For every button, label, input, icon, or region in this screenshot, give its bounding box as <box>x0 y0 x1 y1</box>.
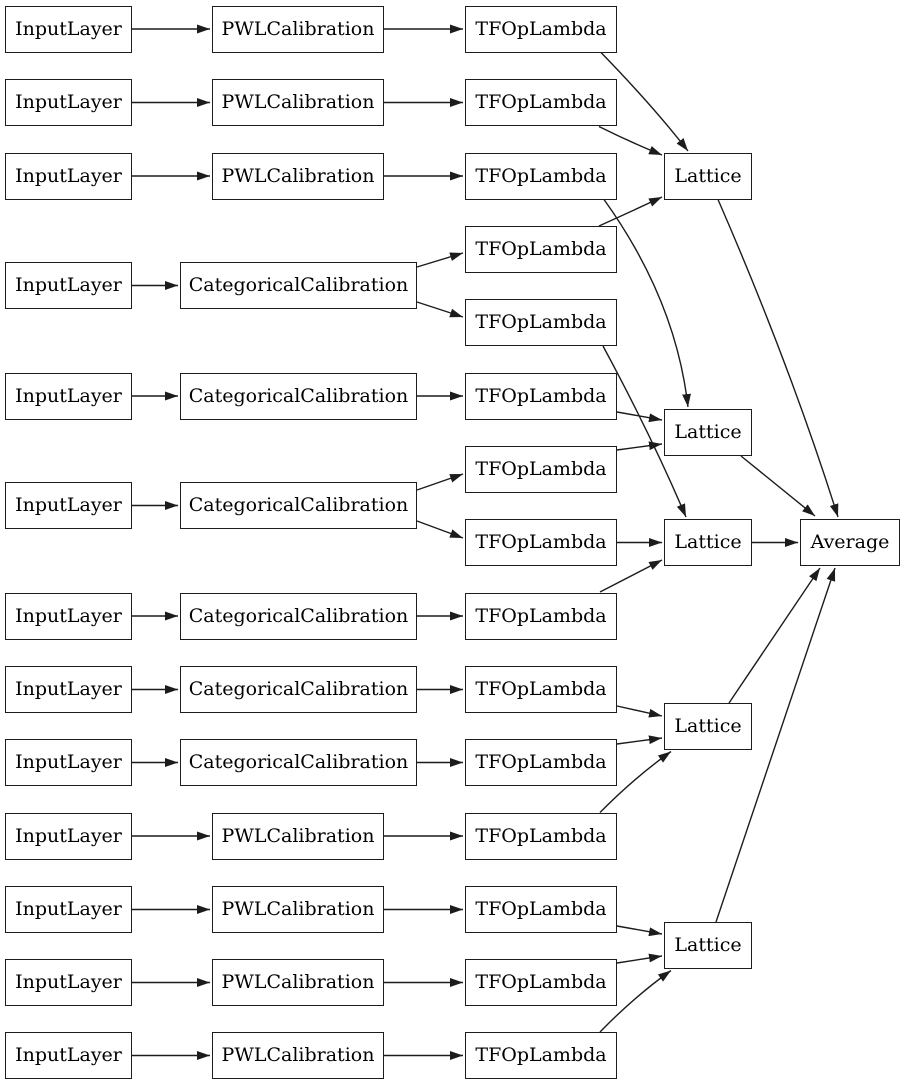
node-tfop12: TFOpLambda <box>465 812 617 860</box>
node-pwl1: PWLCalibration <box>212 5 384 53</box>
node-input9: InputLayer <box>5 739 132 786</box>
node-tfop11: TFOpLambda <box>465 739 617 786</box>
node-lattice1: Lattice <box>664 152 752 200</box>
node-cat3: CategoricalCalibration <box>180 482 417 529</box>
edge-lattice4-average <box>728 567 821 704</box>
edge-tfop5-lattice3 <box>602 345 687 518</box>
node-input11: InputLayer <box>5 886 132 933</box>
node-input3: InputLayer <box>5 152 132 200</box>
edge-lattice5-average <box>715 567 836 923</box>
node-tfop15: TFOpLambda <box>465 1032 617 1079</box>
node-cat1: CategoricalCalibration <box>180 262 417 309</box>
edge-tfop7-lattice2 <box>616 441 663 451</box>
node-tfop1: TFOpLambda <box>465 5 617 53</box>
node-cat5: CategoricalCalibration <box>180 666 417 713</box>
edge-cat3-tfop8 <box>416 520 464 539</box>
node-tfop4: TFOpLambda <box>465 226 617 273</box>
edge-tfop9-lattice3 <box>599 559 663 593</box>
node-tfop7: TFOpLambda <box>465 446 617 493</box>
edge-lattice1-average <box>717 199 839 518</box>
edge-tfop13-lattice5 <box>616 925 663 937</box>
node-pwl5: PWLCalibration <box>212 886 384 933</box>
edge-tfop11-lattice4 <box>616 735 663 745</box>
node-input4: InputLayer <box>5 262 132 309</box>
edge-lattice2-average <box>740 455 816 517</box>
node-lattice5: Lattice <box>664 922 752 969</box>
edge-tfop3-lattice2 <box>603 199 691 408</box>
node-tfop14: TFOpLambda <box>465 959 617 1006</box>
node-cat6: CategoricalCalibration <box>180 739 417 786</box>
node-lattice2: Lattice <box>664 409 752 456</box>
node-input1: InputLayer <box>5 5 132 53</box>
node-pwl7: PWLCalibration <box>212 1032 384 1079</box>
edge-tfop2-lattice1 <box>598 125 663 156</box>
node-input5: InputLayer <box>5 372 132 420</box>
edge-tfop14-lattice5 <box>616 953 663 964</box>
edge-tfop1-lattice1 <box>600 52 689 152</box>
node-input12: InputLayer <box>5 959 132 1006</box>
node-input13: InputLayer <box>5 1032 132 1079</box>
edge-tfop4-lattice1 <box>598 196 663 227</box>
node-tfop6: TFOpLambda <box>465 372 617 420</box>
node-tfop2: TFOpLambda <box>465 79 617 126</box>
node-cat2: CategoricalCalibration <box>180 372 417 420</box>
edge-tfop10-lattice4 <box>616 705 663 718</box>
edge-cat3-tfop7 <box>416 473 464 491</box>
node-input7: InputLayer <box>5 592 132 640</box>
node-tfop5: TFOpLambda <box>465 299 617 346</box>
node-pwl4: PWLCalibration <box>212 812 384 860</box>
node-pwl2: PWLCalibration <box>212 79 384 126</box>
node-pwl3: PWLCalibration <box>212 152 384 200</box>
node-tfop10: TFOpLambda <box>465 666 617 713</box>
edge-tfop15-lattice5 <box>599 969 672 1033</box>
edge-cat1-tfop5 <box>416 301 464 318</box>
node-tfop3: TFOpLambda <box>465 152 617 200</box>
node-tfop9: TFOpLambda <box>465 592 617 640</box>
node-input8: InputLayer <box>5 666 132 713</box>
node-input2: InputLayer <box>5 79 132 126</box>
edge-cat1-tfop4 <box>416 252 464 268</box>
node-average: Average <box>800 519 900 566</box>
node-lattice3: Lattice <box>664 519 752 566</box>
node-lattice4: Lattice <box>664 703 752 750</box>
node-tfop8: TFOpLambda <box>465 519 617 566</box>
node-input10: InputLayer <box>5 812 132 860</box>
node-input6: InputLayer <box>5 482 132 529</box>
node-pwl6: PWLCalibration <box>212 959 384 1006</box>
node-tfop13: TFOpLambda <box>465 886 617 933</box>
edge-tfop12-lattice4 <box>599 750 672 813</box>
node-cat4: CategoricalCalibration <box>180 592 417 640</box>
